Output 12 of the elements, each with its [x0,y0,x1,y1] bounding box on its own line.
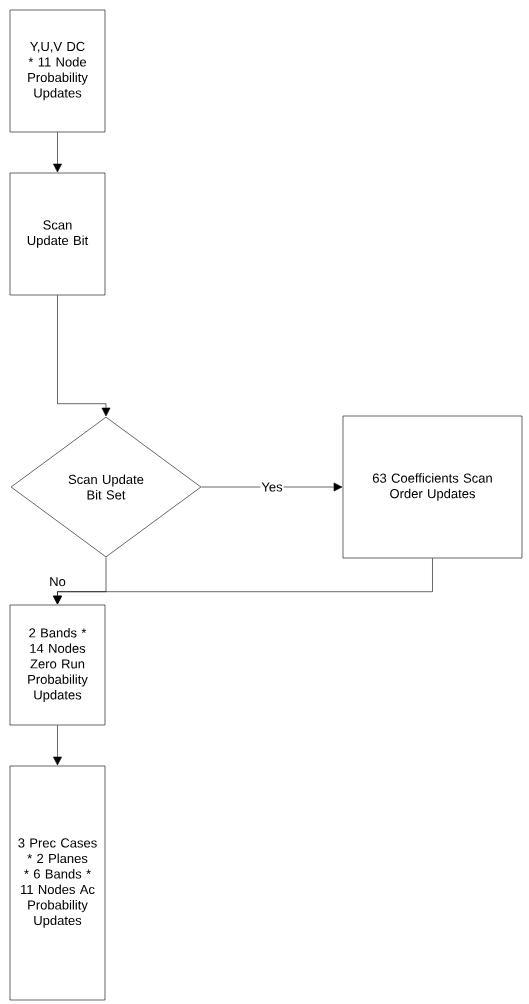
edge-label: No [48,576,67,588]
arrow [53,132,62,173]
arrow [53,558,433,605]
process-box: 63 Coefficients Scan Order Updates [342,415,523,559]
arrow [53,725,62,766]
arrow [201,482,343,492]
process-box: 3 Prec Cases * 2 Planes * 6 Bands * 11 Nodes Ac Probability Updates [9,765,106,1001]
process-box: Scan Update Bit [9,172,106,296]
arrow [57,295,111,417]
edge-label: Yes [260,481,284,493]
process-box: Y,U,V DC * 11 Node Probability Updates [9,9,106,133]
process-box: 2 Bands * 14 Nodes Zero Run Probability Updates [9,604,106,726]
